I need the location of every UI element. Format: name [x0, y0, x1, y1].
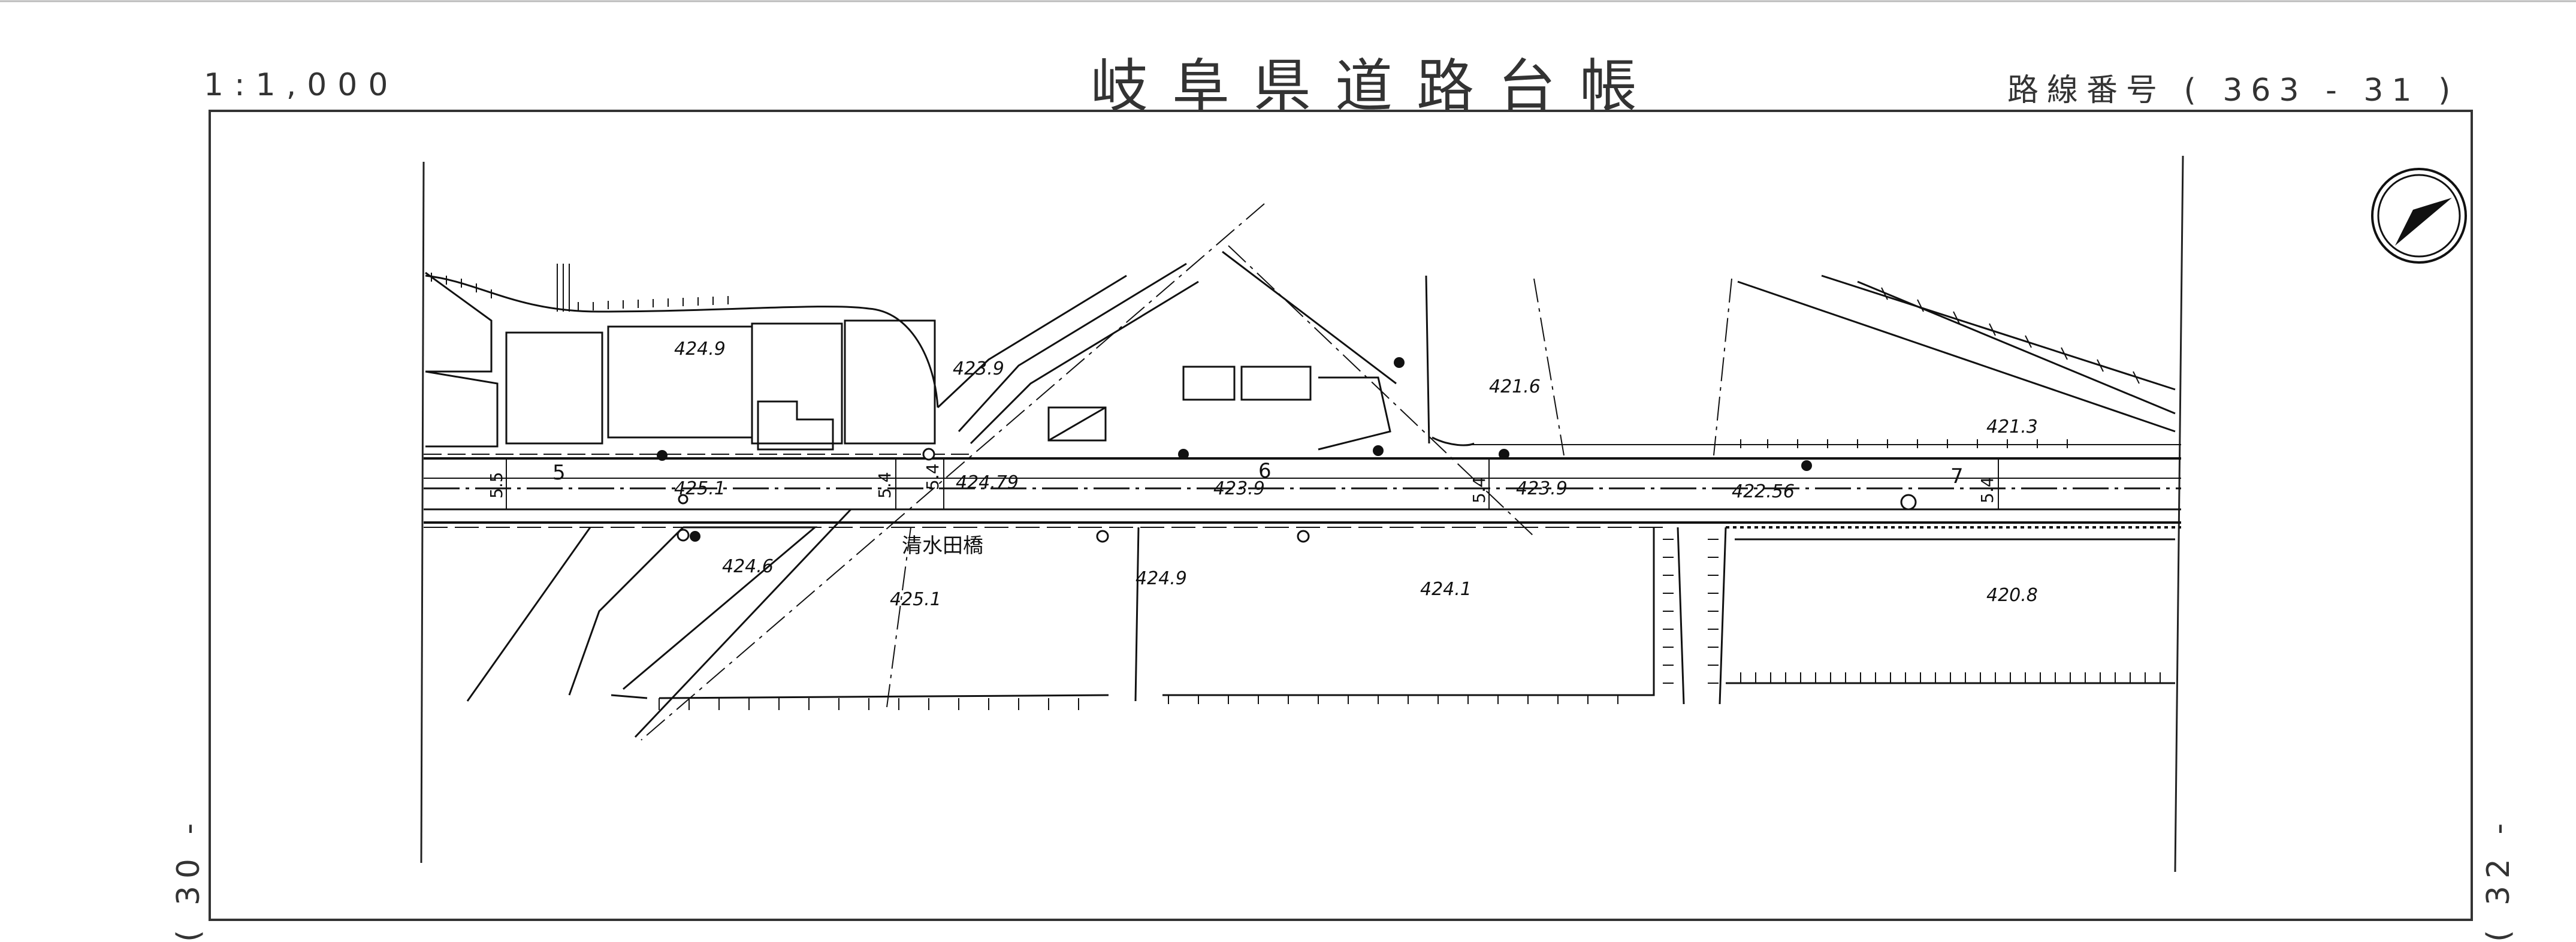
hatching	[431, 264, 2161, 710]
elevation-label: 421.3	[1986, 416, 2038, 437]
buildings	[425, 271, 1391, 451]
width-label: 5.4	[1977, 476, 1997, 503]
survey-points	[677, 448, 1917, 543]
elevation-label: 420.8	[1986, 585, 2038, 606]
elevation-label: 423.9	[1213, 478, 1265, 499]
elevation-label: 423.9	[1516, 478, 1568, 499]
road	[424, 444, 2181, 529]
elevation-label: 425.1	[674, 478, 726, 499]
elevation-label: 423.9	[953, 358, 1004, 379]
width-markers	[506, 458, 1999, 509]
page-title: 岐阜県道路台帳	[1091, 53, 1661, 120]
elevation-label: 421.6	[1489, 376, 1541, 397]
elevation-label: 424.6	[722, 556, 774, 577]
width-label: 5.4	[875, 472, 895, 499]
bridge-name: 清水田橋	[902, 534, 983, 558]
elevation-label: 424.9	[674, 339, 726, 360]
utility-points	[657, 357, 1812, 542]
width-label: 5.5	[487, 472, 506, 499]
right-section-line	[2174, 155, 2184, 872]
elevation-label: 424.79	[956, 472, 1019, 493]
elevation-label: 424.9	[1136, 568, 1187, 589]
north-arrow-icon	[2371, 168, 2467, 264]
width-label: 5.4	[1469, 476, 1489, 503]
scale-label: 1:1,000	[204, 67, 399, 103]
boundary-lines	[641, 203, 1732, 741]
map-frame	[209, 110, 2473, 921]
width-label: 5.4	[923, 463, 943, 490]
width-labels: 5.5 5.4 5.4 5.4 5.4	[487, 463, 1997, 503]
elevation-label: 422.56	[1732, 481, 1795, 502]
left-section-line	[420, 161, 425, 864]
elevation-label: 424.1	[1420, 579, 1472, 600]
station-number: 7	[1950, 464, 1964, 488]
elevation-label: 425.1	[890, 589, 941, 610]
station-number: 5	[552, 461, 566, 485]
route-number: 路線番号 ( 363 - 31 )	[2007, 73, 2459, 108]
station-number: 6	[1258, 459, 1272, 483]
station-labels: 5 6 7	[552, 459, 1964, 488]
elevation-labels: 424.9 423.9 421.6 421.3 425.1 424.79 423…	[674, 339, 2038, 610]
